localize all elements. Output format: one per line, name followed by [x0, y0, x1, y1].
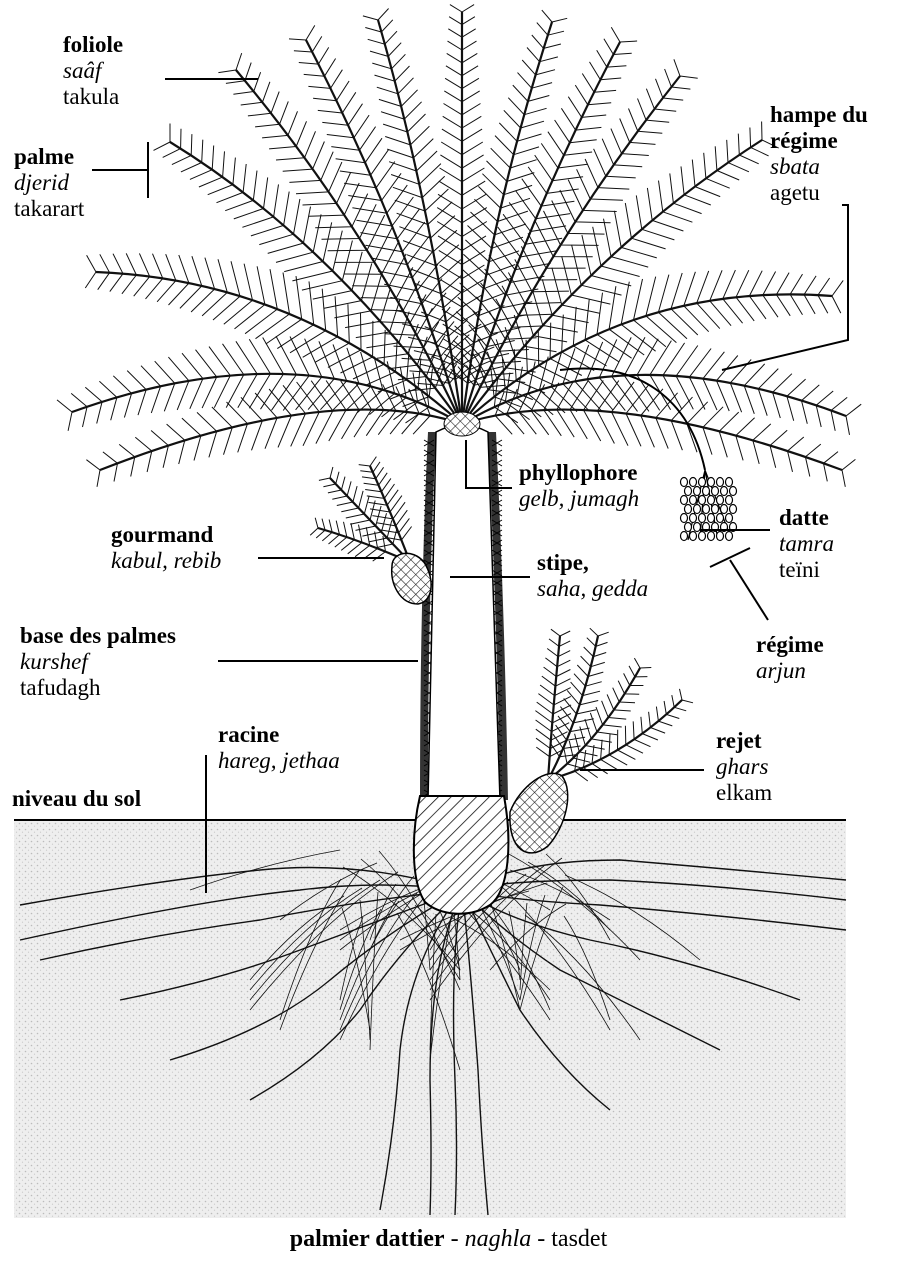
label-racine: racine hareg, jethaa [218, 722, 340, 774]
caption-term: palmier dattier [290, 1226, 445, 1252]
label-sol-term: niveau du sol [12, 786, 141, 812]
label-datte-arabic: tamra [779, 531, 834, 557]
label-base-des-palmes: base des palmes kurshef tafudagh [20, 623, 176, 701]
label-hampe-term1: hampe du [770, 102, 868, 128]
label-racine-arabic: hareg, jethaa [218, 748, 340, 774]
label-stipe-arabic: saha, gedda [537, 576, 648, 602]
label-regime: régime arjun [756, 632, 824, 684]
label-phyllophore-arabic: gelb, jumagh [519, 486, 639, 512]
label-stipe: stipe, saha, gedda [537, 550, 648, 602]
label-base-term: base des palmes [20, 623, 176, 649]
label-gourmand: gourmand kabul, rebib [111, 522, 221, 574]
caption-arabic: naghla [465, 1226, 532, 1252]
phyllophore-crown [444, 412, 480, 436]
label-hampe: hampe du régime sbata agetu [770, 102, 868, 206]
label-regime-arabic: arjun [756, 658, 824, 684]
label-foliole-arabic: saâf [63, 58, 123, 84]
label-stipe-term: stipe, [537, 550, 648, 576]
stipe-base-bulb [414, 796, 509, 914]
caption-tamazight: tasdet [551, 1226, 607, 1252]
label-hampe-term2: régime [770, 128, 868, 154]
stipe-trunk [420, 425, 508, 800]
label-base-tamazight: tafudagh [20, 675, 176, 701]
label-palme-term: palme [14, 144, 84, 170]
label-datte-term: datte [779, 505, 834, 531]
label-foliole-tamazight: takula [63, 84, 123, 110]
label-palme: palme djerid takarart [14, 144, 84, 222]
label-regime-term: régime [756, 632, 824, 658]
label-phyllophore: phyllophore gelb, jumagh [519, 460, 639, 512]
label-niveau-du-sol: niveau du sol [12, 786, 141, 812]
label-phyllophore-term: phyllophore [519, 460, 639, 486]
caption-sep2: - [531, 1226, 551, 1252]
label-gourmand-term: gourmand [111, 522, 221, 548]
figure-caption: palmier dattier - naghla - tasdet [0, 1226, 897, 1253]
label-foliole: foliole saâf takula [63, 32, 123, 110]
label-hampe-tamazight: agetu [770, 180, 868, 206]
label-rejet: rejet ghars elkam [716, 728, 772, 806]
label-datte-tamazight: teïni [779, 557, 834, 583]
label-palme-arabic: djerid [14, 170, 84, 196]
caption-sep1: - [445, 1226, 465, 1252]
label-rejet-arabic: ghars [716, 754, 772, 780]
label-palme-tamazight: takarart [14, 196, 84, 222]
label-gourmand-arabic: kabul, rebib [111, 548, 221, 574]
label-base-arabic: kurshef [20, 649, 176, 675]
label-foliole-term: foliole [63, 32, 123, 58]
label-racine-term: racine [218, 722, 340, 748]
label-rejet-term: rejet [716, 728, 772, 754]
label-rejet-tamazight: elkam [716, 780, 772, 806]
label-datte: datte tamra teïni [779, 505, 834, 583]
label-hampe-arabic: sbata [770, 154, 868, 180]
